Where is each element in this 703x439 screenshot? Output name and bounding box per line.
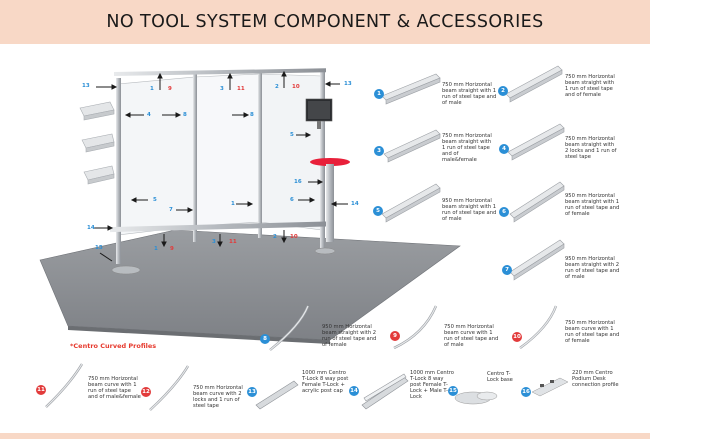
component-label-14: 1000 mm Centro T-Lock 8 way post Female … [410,370,454,401]
component-badge-6: 6 [499,207,509,217]
component-label-11: 750 mm Horizontal beam curve with 1 run … [88,376,141,401]
callout-1-bottom: 1 [154,246,158,252]
component-badge-1: 1 [374,89,384,99]
component-parts [45,65,569,411]
callout-1-lower: 1 [231,201,235,207]
page-title: NO TOOL SYSTEM COMPONENT & ACCESSORIES [106,12,544,32]
component-badge-3: 3 [374,146,384,156]
callout-3-lower: 3 [212,239,216,245]
component-badge-2: 2 [498,86,508,96]
component-label-7: 950 mm Horizontal beam straight with 2 r… [565,256,620,281]
callout-9: 9 [168,86,172,92]
component-label-6: 950 mm Horizontal beam straight with 1 r… [565,193,620,218]
callout-8a: 8 [183,112,187,118]
component-label-3: 750 mm Horizontal beam straight with 1 r… [442,133,492,164]
callout-13-right: 13 [344,81,352,87]
tlock-base [111,265,141,275]
callout-14-left: 14 [87,225,95,231]
callout-11: 11 [237,86,245,92]
component-label-2: 750 mm Horizontal beam straight with 1 r… [565,74,615,99]
callout-10: 10 [292,84,300,90]
callout-14-right: 14 [351,201,359,207]
booth-illustration [39,68,461,344]
callout-10-lower: 10 [290,234,298,240]
floor-platform [39,229,461,341]
component-label-4: 750 mm Horizontal beam straight with 2 l… [565,136,617,161]
callout-2: 2 [275,84,279,90]
component-badge-15: 15 [448,386,458,396]
diagram-stage: 13 1 9 3 11 2 10 13 4 8 8 5 16 5 7 1 6 1… [0,44,703,433]
curved-profiles-label: *Centro Curved Profiles [70,342,157,350]
component-badge-4: 4 [499,144,509,154]
component-label-9: 750 mm Horizontal beam curve with 1 run … [444,324,499,349]
component-badge-12: 12 [141,387,151,397]
callout-8b: 8 [250,112,254,118]
callout-15: 15 [95,245,103,251]
component-badge-5: 5 [373,206,383,216]
component-badge-13: 13 [247,387,257,397]
component-badge-9: 9 [390,331,400,341]
component-label-1: 750 mm Horizontal beam straight with 1 r… [442,82,497,107]
callout-4: 4 [147,112,151,118]
component-label-12: 750 mm Horizontal beam curve with 2 lock… [193,385,243,410]
component-badge-11: 11 [36,385,46,395]
callout-3: 3 [220,86,224,92]
podium-desk [310,158,350,242]
monitor [305,98,333,129]
callout-13-left: 13 [82,83,90,89]
pointer-arrows [94,70,348,262]
component-label-5: 950 mm Horizontal beam straight with 1 r… [442,198,497,223]
callout-9-bottom: 9 [170,246,174,252]
component-label-13: 1000 mm Centro T-Lock 8 way post Female … [302,370,349,395]
component-badge-10: 10 [512,332,522,342]
component-label-15: Centro T-Lock base [487,371,513,384]
component-badge-8: 8 [260,334,270,344]
component-label-16: 220 mm Centro Podium Desk connection pro… [572,370,619,389]
header-banner: NO TOOL SYSTEM COMPONENT & ACCESSORIES [0,0,650,44]
component-badge-14: 14 [349,386,359,396]
callout-7: 7 [169,207,173,213]
callout-5-monitor: 5 [290,132,294,138]
component-badge-7: 7 [502,265,512,275]
callout-6: 6 [290,197,294,203]
callout-16: 16 [294,179,302,185]
component-label-10: 750 mm Horizontal beam curve with 1 run … [565,320,620,345]
callout-5: 5 [153,197,157,203]
component-label-8: 950 mm Horizontal beam straight with 2 r… [322,324,377,349]
footer-strip [0,433,650,439]
callout-1: 1 [150,86,154,92]
callout-2-lower: 2 [273,234,277,240]
shelves [79,101,115,185]
component-badge-16: 16 [521,387,531,397]
callout-11-lower: 11 [229,239,237,245]
